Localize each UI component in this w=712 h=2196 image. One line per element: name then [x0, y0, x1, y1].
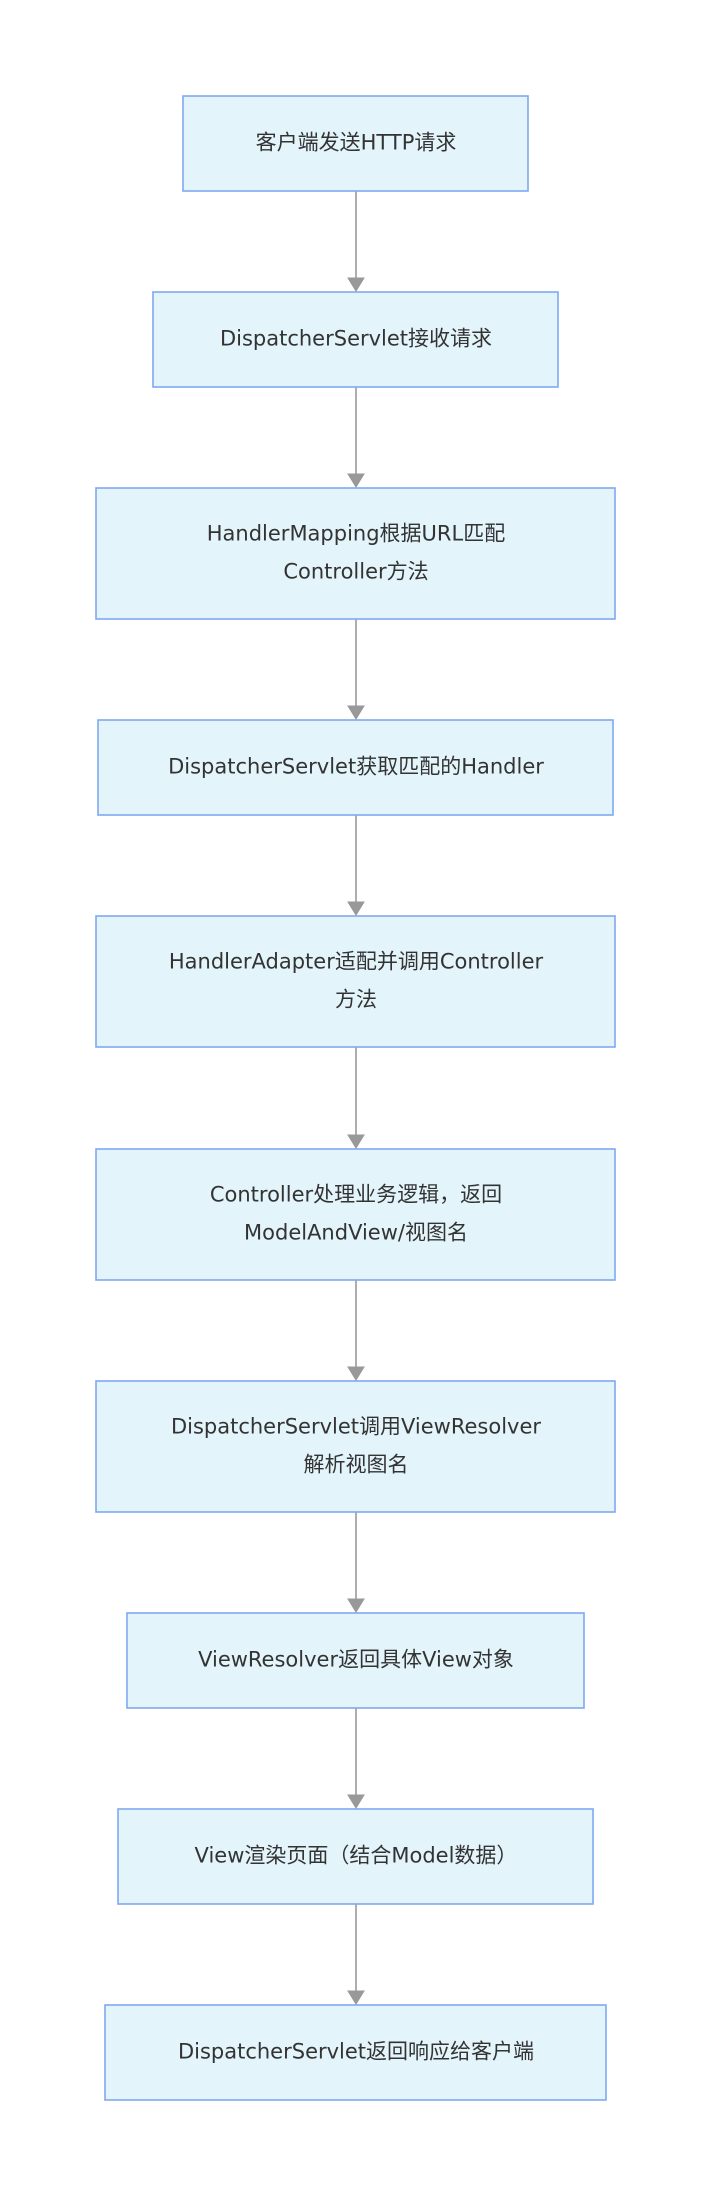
flow-node: ViewResolver返回具体View对象	[126, 1612, 585, 1709]
node-label: ModelAndView/视图名	[244, 1221, 468, 1245]
edge-arrow	[347, 1512, 365, 1613]
edge-arrow	[347, 619, 365, 720]
edge-arrow	[347, 1904, 365, 2005]
node-box	[95, 1148, 616, 1281]
edge-arrow	[347, 191, 365, 292]
arrowhead-icon	[347, 901, 365, 916]
arrowhead-icon	[347, 1134, 365, 1149]
node-box	[126, 1612, 585, 1709]
arrowhead-icon	[347, 473, 365, 488]
node-label: ViewResolver返回具体View对象	[198, 1648, 514, 1672]
flow-node: DispatcherServlet调用ViewResolver 解析视图名	[95, 1380, 616, 1513]
node-box	[97, 719, 614, 816]
flow-node: DispatcherServlet接收请求	[152, 291, 559, 388]
flow-node: DispatcherServlet返回响应给客户端	[104, 2004, 607, 2101]
flow-node: DispatcherServlet获取匹配的Handler	[97, 719, 614, 816]
edge-arrow	[347, 387, 365, 488]
arrowhead-icon	[347, 1598, 365, 1613]
node-box	[95, 1380, 616, 1513]
node-label: DispatcherServlet调用ViewResolver	[171, 1415, 541, 1439]
node-label: DispatcherServlet接收请求	[220, 327, 492, 351]
edges-layer	[347, 191, 365, 2005]
arrowhead-icon	[347, 1794, 365, 1809]
flow-node: HandlerMapping根据URL匹配 Controller方法	[95, 487, 616, 620]
arrowhead-icon	[347, 705, 365, 720]
node-label: HandlerAdapter适配并调用Controller	[169, 950, 544, 974]
edge-arrow	[347, 815, 365, 916]
node-label: DispatcherServlet获取匹配的Handler	[168, 755, 544, 779]
node-label: Controller方法	[283, 560, 428, 584]
node-label: 客户端发送HTTP请求	[256, 131, 457, 155]
node-box	[95, 487, 616, 620]
node-label: DispatcherServlet返回响应给客户端	[178, 2040, 534, 2064]
node-label: 解析视图名	[304, 1453, 409, 1477]
flow-node: 客户端发送HTTP请求	[182, 95, 529, 192]
edge-arrow	[347, 1280, 365, 1381]
edge-arrow	[347, 1708, 365, 1809]
flow-node: Controller处理业务逻辑，返回 ModelAndView/视图名	[95, 1148, 616, 1281]
flow-node: HandlerAdapter适配并调用Controller 方法	[95, 915, 616, 1048]
node-box	[182, 95, 529, 192]
arrowhead-icon	[347, 1366, 365, 1381]
node-box	[117, 1808, 594, 1905]
arrowhead-icon	[347, 1990, 365, 2005]
node-label: Controller处理业务逻辑，返回	[210, 1183, 502, 1207]
nodes-layer: 客户端发送HTTP请求 DispatcherServlet接收请求 HandlerM…	[95, 95, 616, 2101]
node-label: View渲染页面（结合Model数据）	[195, 1844, 518, 1868]
flow-node: View渲染页面（结合Model数据）	[117, 1808, 594, 1905]
node-label: 方法	[335, 988, 377, 1012]
arrowhead-icon	[347, 277, 365, 292]
node-label: HandlerMapping根据URL匹配	[207, 522, 505, 546]
edge-arrow	[347, 1047, 365, 1149]
node-box	[95, 915, 616, 1048]
node-box	[104, 2004, 607, 2101]
node-box	[152, 291, 559, 388]
